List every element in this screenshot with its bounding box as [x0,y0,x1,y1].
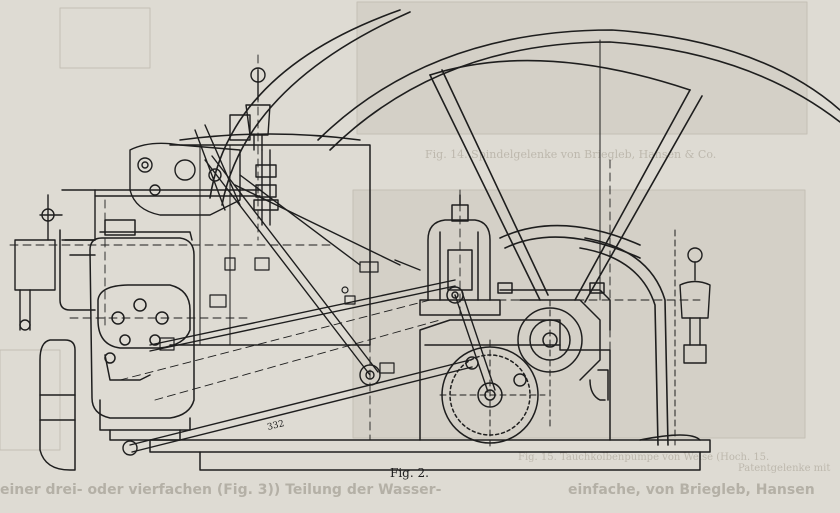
part-label: 332 [266,419,285,433]
centerlines [9,54,701,441]
bed-plate [149,434,711,471]
bleed-through-figures [0,1,808,451]
footer-text-right: einfache, von Briegleb, Hansen [568,482,815,498]
bleed-caption-side: Patentgelenke mit [738,463,831,474]
valve-gear [14,67,279,331]
bleed-caption-fig15: Fig. 15. Tauchkolbenpumpe von Weise (Hoc… [518,452,770,463]
crank-frame [419,282,611,441]
footer-text-left: einer drei- oder vierfachen (Fig. 3)) Te… [0,482,442,498]
crank-disc [439,339,546,451]
pipework [39,339,609,471]
eccentric-disc [517,299,601,431]
bolts [159,257,395,374]
cylinder-housing [59,133,371,441]
bleed-caption-fig14: Fig. 14. Spindelgelenke von Briegleb, Ha… [425,148,717,161]
oiler-right [674,229,711,446]
flywheel [209,9,840,446]
figure-caption: Fig. 2. [390,466,429,480]
